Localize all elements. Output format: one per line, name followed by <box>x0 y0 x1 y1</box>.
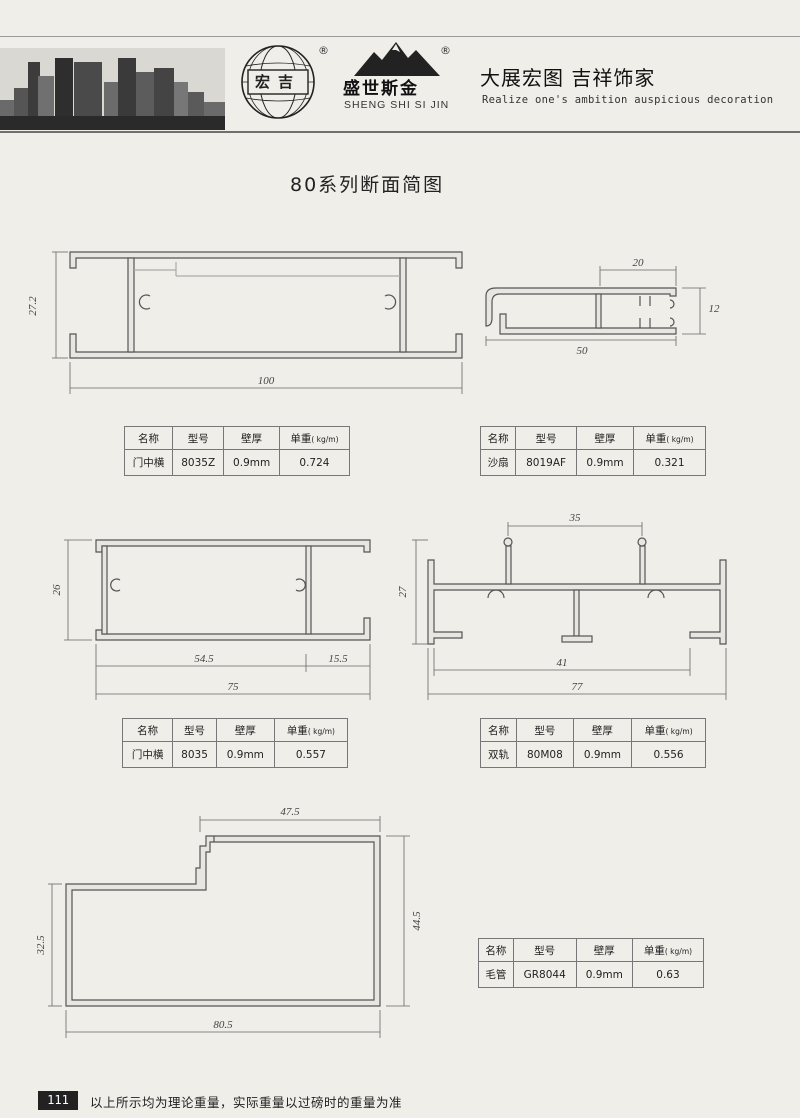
spec-table-80m08: 名称 型号 壁厚 单重( kg/m) 双轨 80M08 0.9mm 0.556 <box>479 718 706 768</box>
table-row: 双轨 80M08 0.9mm 0.556 <box>479 741 706 768</box>
page-number: 111 <box>38 1091 78 1110</box>
header-weight: 单重( kg/m) <box>631 718 706 742</box>
brand-name-cn: 盛世斯金 <box>343 79 419 99</box>
dim-gr8044-left-height: 32.5 <box>35 935 47 956</box>
cell-model: 8035Z <box>172 449 225 476</box>
cell-weight: 0.557 <box>273 741 349 768</box>
dim-80m08-top: 35 <box>569 512 582 524</box>
dim-8019af-width: 50 <box>577 345 589 357</box>
cell-model: 8019AF <box>515 449 577 476</box>
header-model: 型号 <box>516 718 574 742</box>
header-model: 型号 <box>172 426 225 450</box>
header-weight: 单重( kg/m) <box>633 426 706 450</box>
brand-registered-mark: ® <box>440 44 451 57</box>
header-name: 名称 <box>121 718 174 742</box>
header-bottom-rule <box>0 131 800 133</box>
header-thickness: 壁厚 <box>223 426 280 450</box>
dim-8019af-height: 12 <box>709 303 721 315</box>
cell-weight: 0.724 <box>278 449 351 476</box>
brand-name-en: SHENG SHI SI JIN <box>344 99 450 111</box>
cell-thickness: 0.9mm <box>575 961 633 988</box>
registered-mark: ® <box>318 44 329 57</box>
cell-weight: 0.63 <box>631 961 705 988</box>
dim-8035-right: 15.5 <box>328 653 348 665</box>
mountain-logo-icon <box>354 42 440 76</box>
cell-model: GR8044 <box>512 961 577 988</box>
cell-name: 沙扇 <box>479 449 517 476</box>
slogan-cn: 大展宏图 吉祥饰家 <box>480 66 656 90</box>
header-top-rule <box>0 36 800 37</box>
header-model: 型号 <box>172 718 217 742</box>
table-row: 门中横 8035 0.9mm 0.557 <box>121 741 349 768</box>
header-weight: 单重( kg/m) <box>273 718 349 742</box>
header-weight: 单重( kg/m) <box>631 938 705 962</box>
cell-name: 门中横 <box>123 449 174 476</box>
spec-table-8019af: 名称 型号 壁厚 单重( kg/m) 沙扇 8019AF 0.9mm 0.321 <box>479 426 706 476</box>
cell-thickness: 0.9mm <box>572 741 633 768</box>
dim-80m08-width: 77 <box>572 681 584 693</box>
header-thickness: 壁厚 <box>575 938 633 962</box>
city-skyline-image <box>0 48 225 130</box>
header-model: 型号 <box>515 426 577 450</box>
header-model: 型号 <box>512 938 577 962</box>
cell-name: 毛管 <box>478 961 514 988</box>
cell-thickness: 0.9mm <box>223 449 280 476</box>
header-name: 名称 <box>478 938 514 962</box>
spec-table-gr8044: 名称 型号 壁厚 单重( kg/m) 毛管 GR8044 0.9mm 0.63 <box>478 938 705 988</box>
cell-name: 门中横 <box>121 741 174 768</box>
cell-name: 双轨 <box>479 741 518 768</box>
table-row: 毛管 GR8044 0.9mm 0.63 <box>478 961 705 988</box>
dim-80m08-inner: 41 <box>557 657 568 669</box>
spec-table-8035z: 名称 型号 壁厚 单重( kg/m) 门中横 8035Z 0.9mm 0.724 <box>123 426 351 476</box>
profile-80m08-drawing <box>427 537 727 645</box>
dim-80m08-height: 27 <box>397 586 409 598</box>
profile-8035z-drawing <box>69 251 463 359</box>
dim-gr8044-top: 47.5 <box>280 806 300 818</box>
header-name: 名称 <box>479 426 517 450</box>
spec-table-8035: 名称 型号 壁厚 单重( kg/m) 门中横 8035 0.9mm 0.557 <box>121 718 349 768</box>
header-thickness: 壁厚 <box>575 426 635 450</box>
dim-8019af-top: 20 <box>633 257 645 269</box>
header-thickness: 壁厚 <box>572 718 633 742</box>
profile-8019af-drawing <box>485 287 677 335</box>
header-thickness: 壁厚 <box>215 718 275 742</box>
table-row: 门中横 8035Z 0.9mm 0.724 <box>123 449 351 476</box>
cell-model: 8035 <box>172 741 217 768</box>
header-name: 名称 <box>479 718 518 742</box>
cell-thickness: 0.9mm <box>575 449 635 476</box>
cell-model: 80M08 <box>516 741 574 768</box>
profile-gr8044-drawing <box>65 835 381 1007</box>
table-row: 沙扇 8019AF 0.9mm 0.321 <box>479 449 706 476</box>
slogan-en: Realize one's ambition auspicious decora… <box>482 94 774 106</box>
logo-text: 宏吉 <box>255 73 302 91</box>
page-title: 80系列断面简图 <box>290 174 445 196</box>
cell-weight: 0.321 <box>633 449 706 476</box>
dim-8035-left: 54.5 <box>194 653 214 665</box>
dim-8035z-width: 100 <box>258 375 275 387</box>
footer-note: 以上所示均为理论重量，实际重量以过磅时的重量为准 <box>90 1095 403 1110</box>
dim-8035z-height: 27.2 <box>27 296 39 316</box>
hongji-globe-logo <box>241 45 315 119</box>
dim-8035-height: 26 <box>51 584 63 596</box>
dim-8035-width: 75 <box>228 681 240 693</box>
profile-8035-drawing <box>95 539 371 641</box>
dim-gr8044-width: 80.5 <box>213 1019 233 1031</box>
cell-weight: 0.556 <box>631 741 706 768</box>
header-name: 名称 <box>123 426 174 450</box>
dim-gr8044-right-height: 44.5 <box>411 911 423 931</box>
header-weight: 单重( kg/m) <box>278 426 351 450</box>
cell-thickness: 0.9mm <box>215 741 275 768</box>
